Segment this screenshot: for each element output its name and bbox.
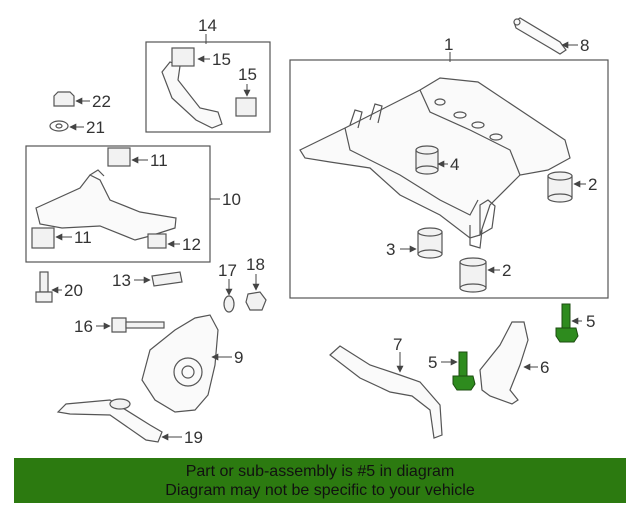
disclaimer-banner: Part or sub-assembly is #5 in diagram Di… — [14, 458, 626, 503]
callout-16: 16 — [74, 317, 93, 336]
bolt-part-5-center[interactable] — [452, 351, 476, 391]
bushing-part-4[interactable] — [415, 145, 439, 175]
callout-11-lower: 11 — [74, 228, 92, 247]
callout-15-upper: 15 — [212, 50, 231, 69]
washer-part-21[interactable] — [49, 120, 69, 132]
bolt-part-16[interactable] — [111, 317, 165, 333]
callout-7: 7 — [393, 335, 402, 354]
callout-19: 19 — [184, 428, 203, 447]
callout-2-lower: 2 — [502, 261, 511, 280]
bolt-part-5-right[interactable] — [555, 303, 579, 343]
callout-21: 21 — [86, 118, 105, 137]
box-1 — [289, 59, 609, 299]
callout-18: 18 — [246, 255, 265, 274]
box-10 — [25, 145, 211, 263]
banner-line-1: Part or sub-assembly is #5 in diagram — [185, 463, 455, 480]
knuckle-part-9[interactable] — [141, 314, 219, 413]
bracket-part-7[interactable] — [329, 345, 443, 439]
callout-10: 10 — [222, 190, 241, 209]
bracket-part-6[interactable] — [479, 321, 529, 405]
bolt-part-20[interactable] — [35, 271, 53, 303]
nut-part-18[interactable] — [245, 291, 267, 311]
callout-9: 9 — [234, 348, 243, 367]
bushing-part-2-upper[interactable] — [547, 171, 573, 203]
callout-13: 13 — [112, 271, 131, 290]
callout-4: 4 — [450, 155, 459, 174]
callout-6: 6 — [540, 358, 549, 377]
callout-17: 17 — [218, 261, 237, 280]
callout-11-upper: 11 — [150, 151, 168, 170]
callout-8: 8 — [580, 36, 589, 55]
link-part-19[interactable] — [56, 398, 163, 443]
upper-arm-part-14[interactable] — [161, 47, 257, 129]
lower-arm-part-10[interactable] — [31, 147, 177, 249]
bushing-part-2-lower[interactable] — [459, 257, 487, 293]
callout-14: 14 — [198, 16, 217, 35]
box-14 — [145, 41, 271, 133]
callout-12: 12 — [182, 235, 201, 254]
bushing-part-3[interactable] — [417, 227, 443, 259]
callout-22: 22 — [92, 92, 111, 111]
washer-part-17[interactable] — [223, 295, 235, 313]
callout-5-right: 5 — [586, 312, 595, 331]
nut-part-22[interactable] — [53, 91, 75, 107]
link-part-8[interactable] — [513, 17, 567, 55]
callout-5-center: 5 — [428, 353, 437, 372]
callout-20: 20 — [64, 281, 83, 300]
banner-line-2: Diagram may not be specific to your vehi… — [165, 482, 475, 499]
callout-1: 1 — [444, 35, 453, 54]
pin-part-13[interactable] — [151, 271, 183, 287]
callout-3: 3 — [386, 240, 395, 259]
callout-15-lower: 15 — [238, 65, 257, 84]
callout-2-upper: 2 — [588, 175, 597, 194]
